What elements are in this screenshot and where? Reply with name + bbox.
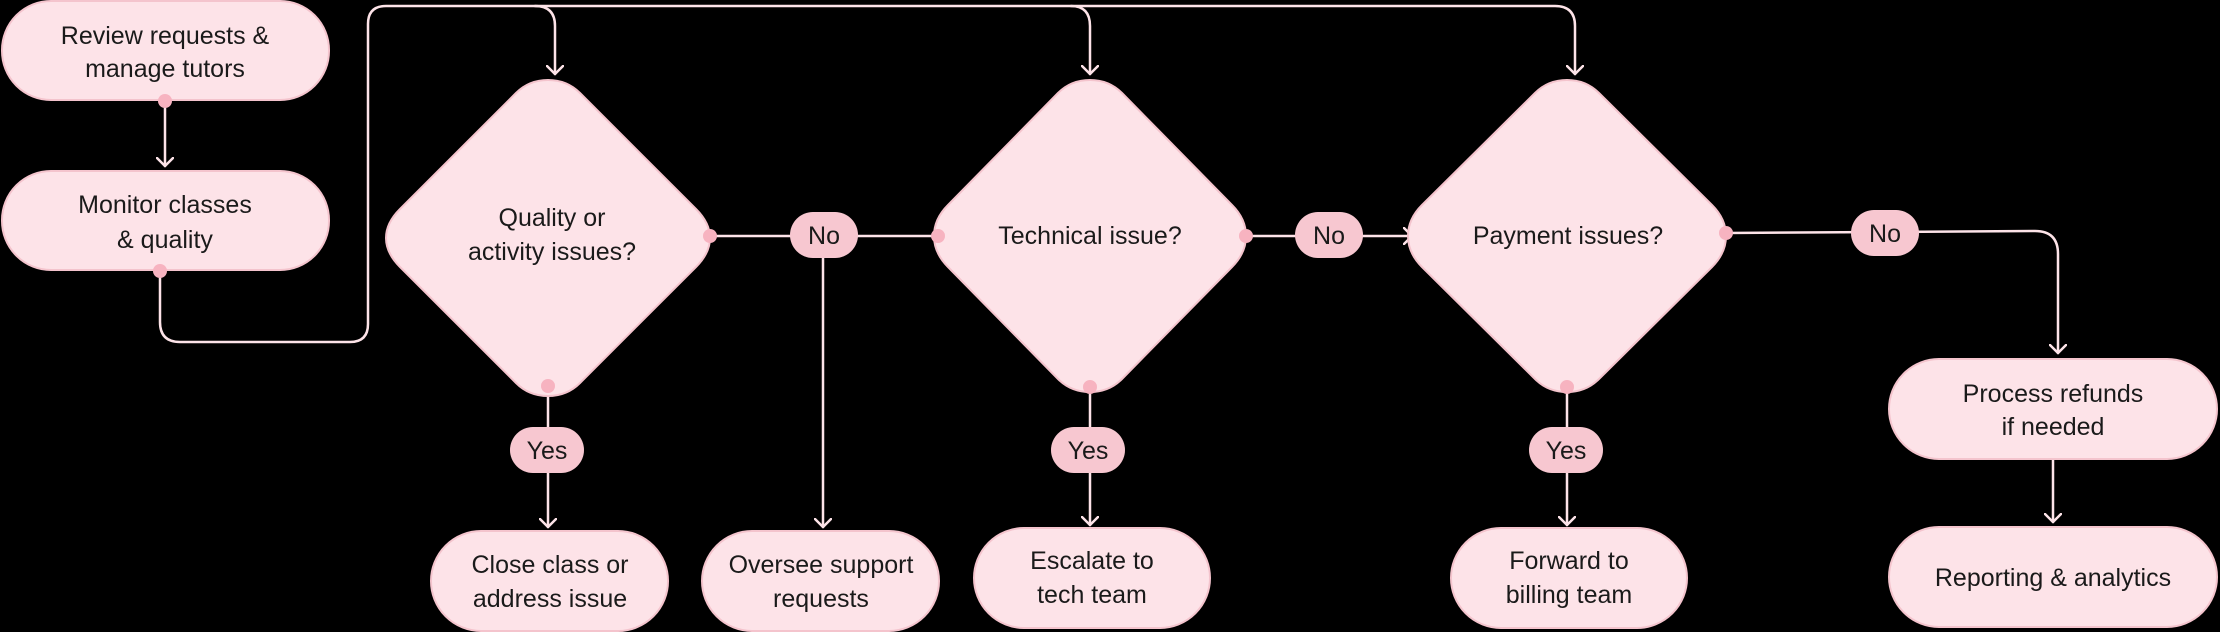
node-forward-line1: Forward to — [1509, 547, 1628, 575]
label-no-payment-text: No — [1869, 220, 1901, 248]
label-yes-technical-text: Yes — [1068, 437, 1109, 465]
decision-quality-line1: Quality or — [499, 204, 606, 232]
label-no-technical-text: No — [1313, 222, 1345, 250]
node-oversee-line1: Oversee support — [729, 551, 914, 579]
node-escalate-tech: Escalate to tech team — [973, 527, 1211, 629]
label-yes-payment: Yes — [1529, 427, 1603, 473]
dot-technical-left — [931, 229, 945, 243]
node-review-line2: manage tutors — [85, 55, 245, 83]
decision-technical-line1: Technical issue? — [998, 222, 1181, 250]
label-no-payment: No — [1851, 210, 1919, 256]
dot-monitor-bottom — [153, 264, 167, 278]
label-yes-quality-text: Yes — [527, 437, 568, 465]
decision-technical: Technical issue? — [932, 78, 1248, 394]
edge-monitor-to-bus — [158, 4, 1575, 344]
label-no-technical: No — [1295, 212, 1363, 258]
node-review-requests: Review requests & manage tutors — [1, 0, 330, 101]
node-reporting-line1: Reporting & analytics — [1935, 564, 2171, 592]
decision-payment-line1: Payment issues? — [1473, 222, 1663, 250]
node-process-refunds: Process refunds if needed — [1888, 358, 2218, 460]
decision-quality-line2: activity issues? — [468, 238, 636, 266]
node-oversee-line2: requests — [773, 585, 869, 613]
dot-review-bottom — [158, 94, 172, 108]
node-review-line1: Review requests & — [61, 22, 270, 50]
node-forward-billing: Forward to billing team — [1450, 527, 1688, 629]
node-refunds-line1: Process refunds — [1963, 380, 2144, 408]
connection-dots — [153, 94, 1733, 394]
label-no-quality-text: No — [808, 222, 840, 250]
node-monitor-line1: Monitor classes — [78, 191, 252, 219]
node-refunds-line2: if needed — [2002, 413, 2105, 441]
dot-quality-bottom — [541, 379, 555, 393]
node-forward-line2: billing team — [1506, 581, 1632, 609]
dot-quality-right — [703, 229, 717, 243]
label-yes-quality: Yes — [510, 427, 584, 473]
node-escalate-line1: Escalate to — [1030, 547, 1154, 575]
node-monitor-classes: Monitor classes & quality — [1, 170, 330, 271]
dot-payment-right — [1719, 226, 1733, 240]
node-escalate-line2: tech team — [1037, 581, 1147, 609]
decision-quality: Quality or activity issues? — [384, 78, 712, 398]
dot-technical-right — [1239, 229, 1253, 243]
label-yes-technical: Yes — [1051, 427, 1125, 473]
dot-payment-bottom — [1560, 380, 1574, 394]
dot-technical-bottom — [1083, 380, 1097, 394]
node-reporting-analytics: Reporting & analytics — [1888, 526, 2218, 628]
label-yes-payment-text: Yes — [1546, 437, 1587, 465]
node-monitor-line2: & quality — [117, 226, 213, 254]
node-close-line2: address issue — [473, 585, 627, 613]
edge-bus-to-technical — [1069, 4, 1090, 76]
node-oversee-support: Oversee support requests — [701, 530, 940, 632]
label-no-quality: No — [790, 212, 858, 258]
node-close-line1: Close class or — [472, 551, 629, 579]
edge-bus-to-quality — [533, 4, 555, 76]
node-close-class: Close class or address issue — [430, 530, 669, 632]
decision-payment: Payment issues? — [1406, 78, 1728, 394]
edge-payment-no-to-refunds — [1724, 229, 2058, 355]
